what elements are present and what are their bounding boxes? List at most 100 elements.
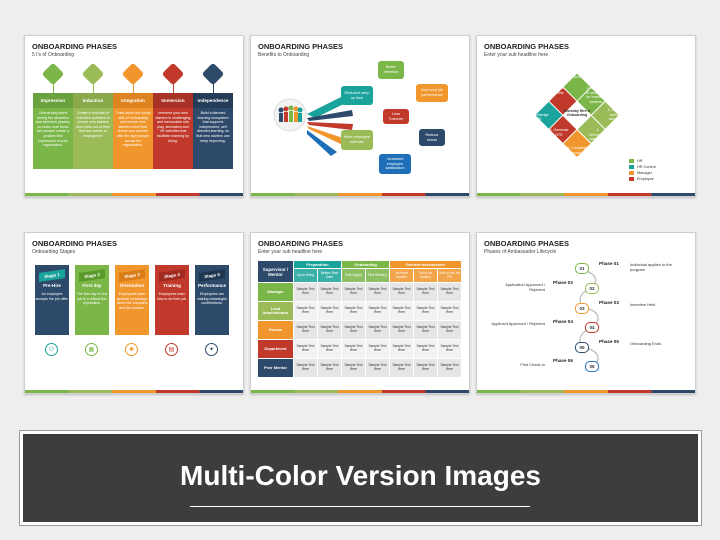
- diamond-diagram: Workday Hire & Onboarding 1. Initiate hi…: [525, 64, 629, 168]
- slide-title: ONBOARDING PHASES: [484, 239, 570, 248]
- banner-title: Multi-Color Version Images: [180, 460, 541, 491]
- legend-item: Employee: [629, 176, 656, 182]
- table-cell: Sample Text Here: [341, 320, 366, 340]
- benefit-bubble: Less Turnover: [383, 109, 409, 124]
- phase-number: 06: [585, 361, 599, 372]
- table-cell: Sample Text Here: [365, 320, 390, 340]
- stage-text: Employees learn general knowledge about …: [116, 292, 148, 310]
- phase-label: Phase 04: [553, 319, 573, 324]
- slide-onboarding-stages[interactable]: ONBOARDING PHASES Onboarding Stages Stag…: [24, 232, 244, 394]
- slide-subtitle: Enter your sub headline here: [258, 249, 323, 255]
- calendar-icon: ▦: [85, 343, 98, 356]
- banner-underline: [190, 506, 530, 507]
- bottom-stripe: [477, 390, 695, 393]
- column-independence: Independence Build a blended learning ec…: [193, 93, 233, 169]
- connector: [53, 80, 54, 93]
- column-text: Onboarding starts during the attraction …: [33, 108, 73, 169]
- stage-text: An employee accepts the job offer.: [35, 292, 69, 301]
- phase-number: 02: [585, 283, 599, 294]
- column-text: Create a checklist of induction activiti…: [73, 108, 113, 169]
- connector: [213, 80, 214, 93]
- table-cell: Sample Text Here: [341, 301, 366, 321]
- table-cell: Sample Text Here: [293, 339, 318, 359]
- table-cell: Sample Text Here: [317, 339, 342, 359]
- step-label: 1. Initiate hire process: [567, 70, 587, 79]
- step-label: 7. Acknowledge NTE: [527, 108, 549, 122]
- table-cell: Sample Text Here: [317, 301, 342, 321]
- phase-number: 03: [575, 303, 589, 314]
- phase-number: 01: [575, 263, 589, 274]
- column-impression: Impression Onboarding starts during the …: [33, 93, 73, 169]
- connector: [133, 80, 134, 93]
- slide-onboarding-table[interactable]: ONBOARDING PHASES Enter your sub headlin…: [250, 232, 470, 394]
- table-cell: Sample Text Here: [413, 339, 438, 359]
- phase-label: Phase 01: [599, 261, 619, 266]
- team-illustration: [273, 98, 307, 132]
- step-label: 6. Generate NTE: [549, 128, 569, 137]
- stage-name: Training: [163, 283, 181, 288]
- stage-name: Pre-Hire: [43, 283, 61, 288]
- phase-label: Phase 06: [553, 358, 573, 363]
- phase-text: Application Approved / Rejected: [505, 282, 545, 292]
- slide-title: ONBOARDING PHASES: [258, 239, 344, 248]
- bottom-stripe: [251, 193, 469, 196]
- bottom-stripe: [251, 390, 469, 393]
- table-cell: Sample Text Here: [413, 282, 438, 302]
- step-label: 4. Onboarding dashboard created: [588, 128, 608, 146]
- table-cell: Sample Text Here: [293, 358, 318, 378]
- slide-title: ONBOARDING PHASES: [32, 239, 118, 248]
- table-column-header: First Day(s): [341, 268, 366, 283]
- legend-item: HR: [629, 158, 656, 164]
- stage-name: First day: [82, 283, 102, 288]
- step-label: 3. Create worker account: [607, 108, 623, 122]
- phase-text: Interview Held: [630, 302, 656, 307]
- table-cell: Sample Text Here: [341, 282, 366, 302]
- slide-benefits-to-onboarding[interactable]: ONBOARDING PHASES Benefits to Onboarding…: [250, 35, 470, 197]
- slide-workday-hire-onboarding[interactable]: ONBOARDING PHASES Enter your sub headlin…: [476, 35, 696, 197]
- phase-number: 04: [585, 322, 599, 333]
- slide-5-is-of-onboarding[interactable]: ONBOARDING PHASES 5 I's of Onboarding Im…: [24, 35, 244, 197]
- table-cell: Sample Text Here: [389, 282, 414, 302]
- step-label: 5. Complete onboarding tasks: [567, 146, 587, 160]
- benefit-bubble: Reduced ramp up time: [341, 86, 373, 105]
- column-label: Integration: [113, 93, 153, 108]
- column-immersion: Immersion Immerse your new starters in c…: [153, 93, 193, 169]
- phase-label: Phase 02: [553, 280, 573, 285]
- stage-name: Orientation: [119, 283, 145, 288]
- table-cell: Sample Text Here: [389, 320, 414, 340]
- stage-name: Performance: [197, 283, 227, 288]
- legend-item: HR Control: [629, 164, 656, 170]
- table-cell: Sample Text Here: [413, 320, 438, 340]
- phase-text: Onboarding Ends: [630, 341, 662, 346]
- table-cell: Sample Text Here: [389, 339, 414, 359]
- column-text: Build a blended learning ecosystem that …: [193, 108, 233, 169]
- benefit-bubble: Improved job performance: [416, 84, 448, 102]
- table-column-header: First Week(s): [365, 268, 390, 283]
- table-cell: Sample Text Here: [389, 301, 414, 321]
- table-group-header: Review/ assessment: [389, 260, 462, 269]
- table-cell: Sample Text Here: [365, 358, 390, 378]
- benefit-bubble: Reduce stress: [419, 129, 445, 146]
- benefit-bubble: Better retention: [378, 61, 404, 79]
- table-cell: Sample Text Here: [293, 320, 318, 340]
- connector: [173, 80, 174, 93]
- slide-ambassador-lifecycle[interactable]: ONBOARDING PHASES Phases of Ambassador L…: [476, 232, 696, 394]
- table-row-header: Lead Administrator: [257, 301, 294, 321]
- table-column-header: 1st three months: [389, 268, 414, 283]
- slide-title: ONBOARDING PHASES: [258, 42, 344, 51]
- column-label: Impression: [33, 93, 73, 108]
- table-group-header: Onboarding: [341, 260, 390, 269]
- table-group-header: Preparation: [293, 260, 342, 269]
- table-cell: Sample Text Here: [341, 358, 366, 378]
- column-text: Immerse your new starters in challenging…: [153, 108, 193, 169]
- table-cell: Sample Text Here: [365, 339, 390, 359]
- column-label: Induction: [73, 93, 113, 108]
- slide-subtitle: Onboarding Stages: [32, 249, 76, 255]
- bottom-stripe: [477, 193, 695, 196]
- table-cell: Sample Text Here: [389, 358, 414, 378]
- step-label: 2. Generate ID and email for business sy…: [585, 86, 607, 104]
